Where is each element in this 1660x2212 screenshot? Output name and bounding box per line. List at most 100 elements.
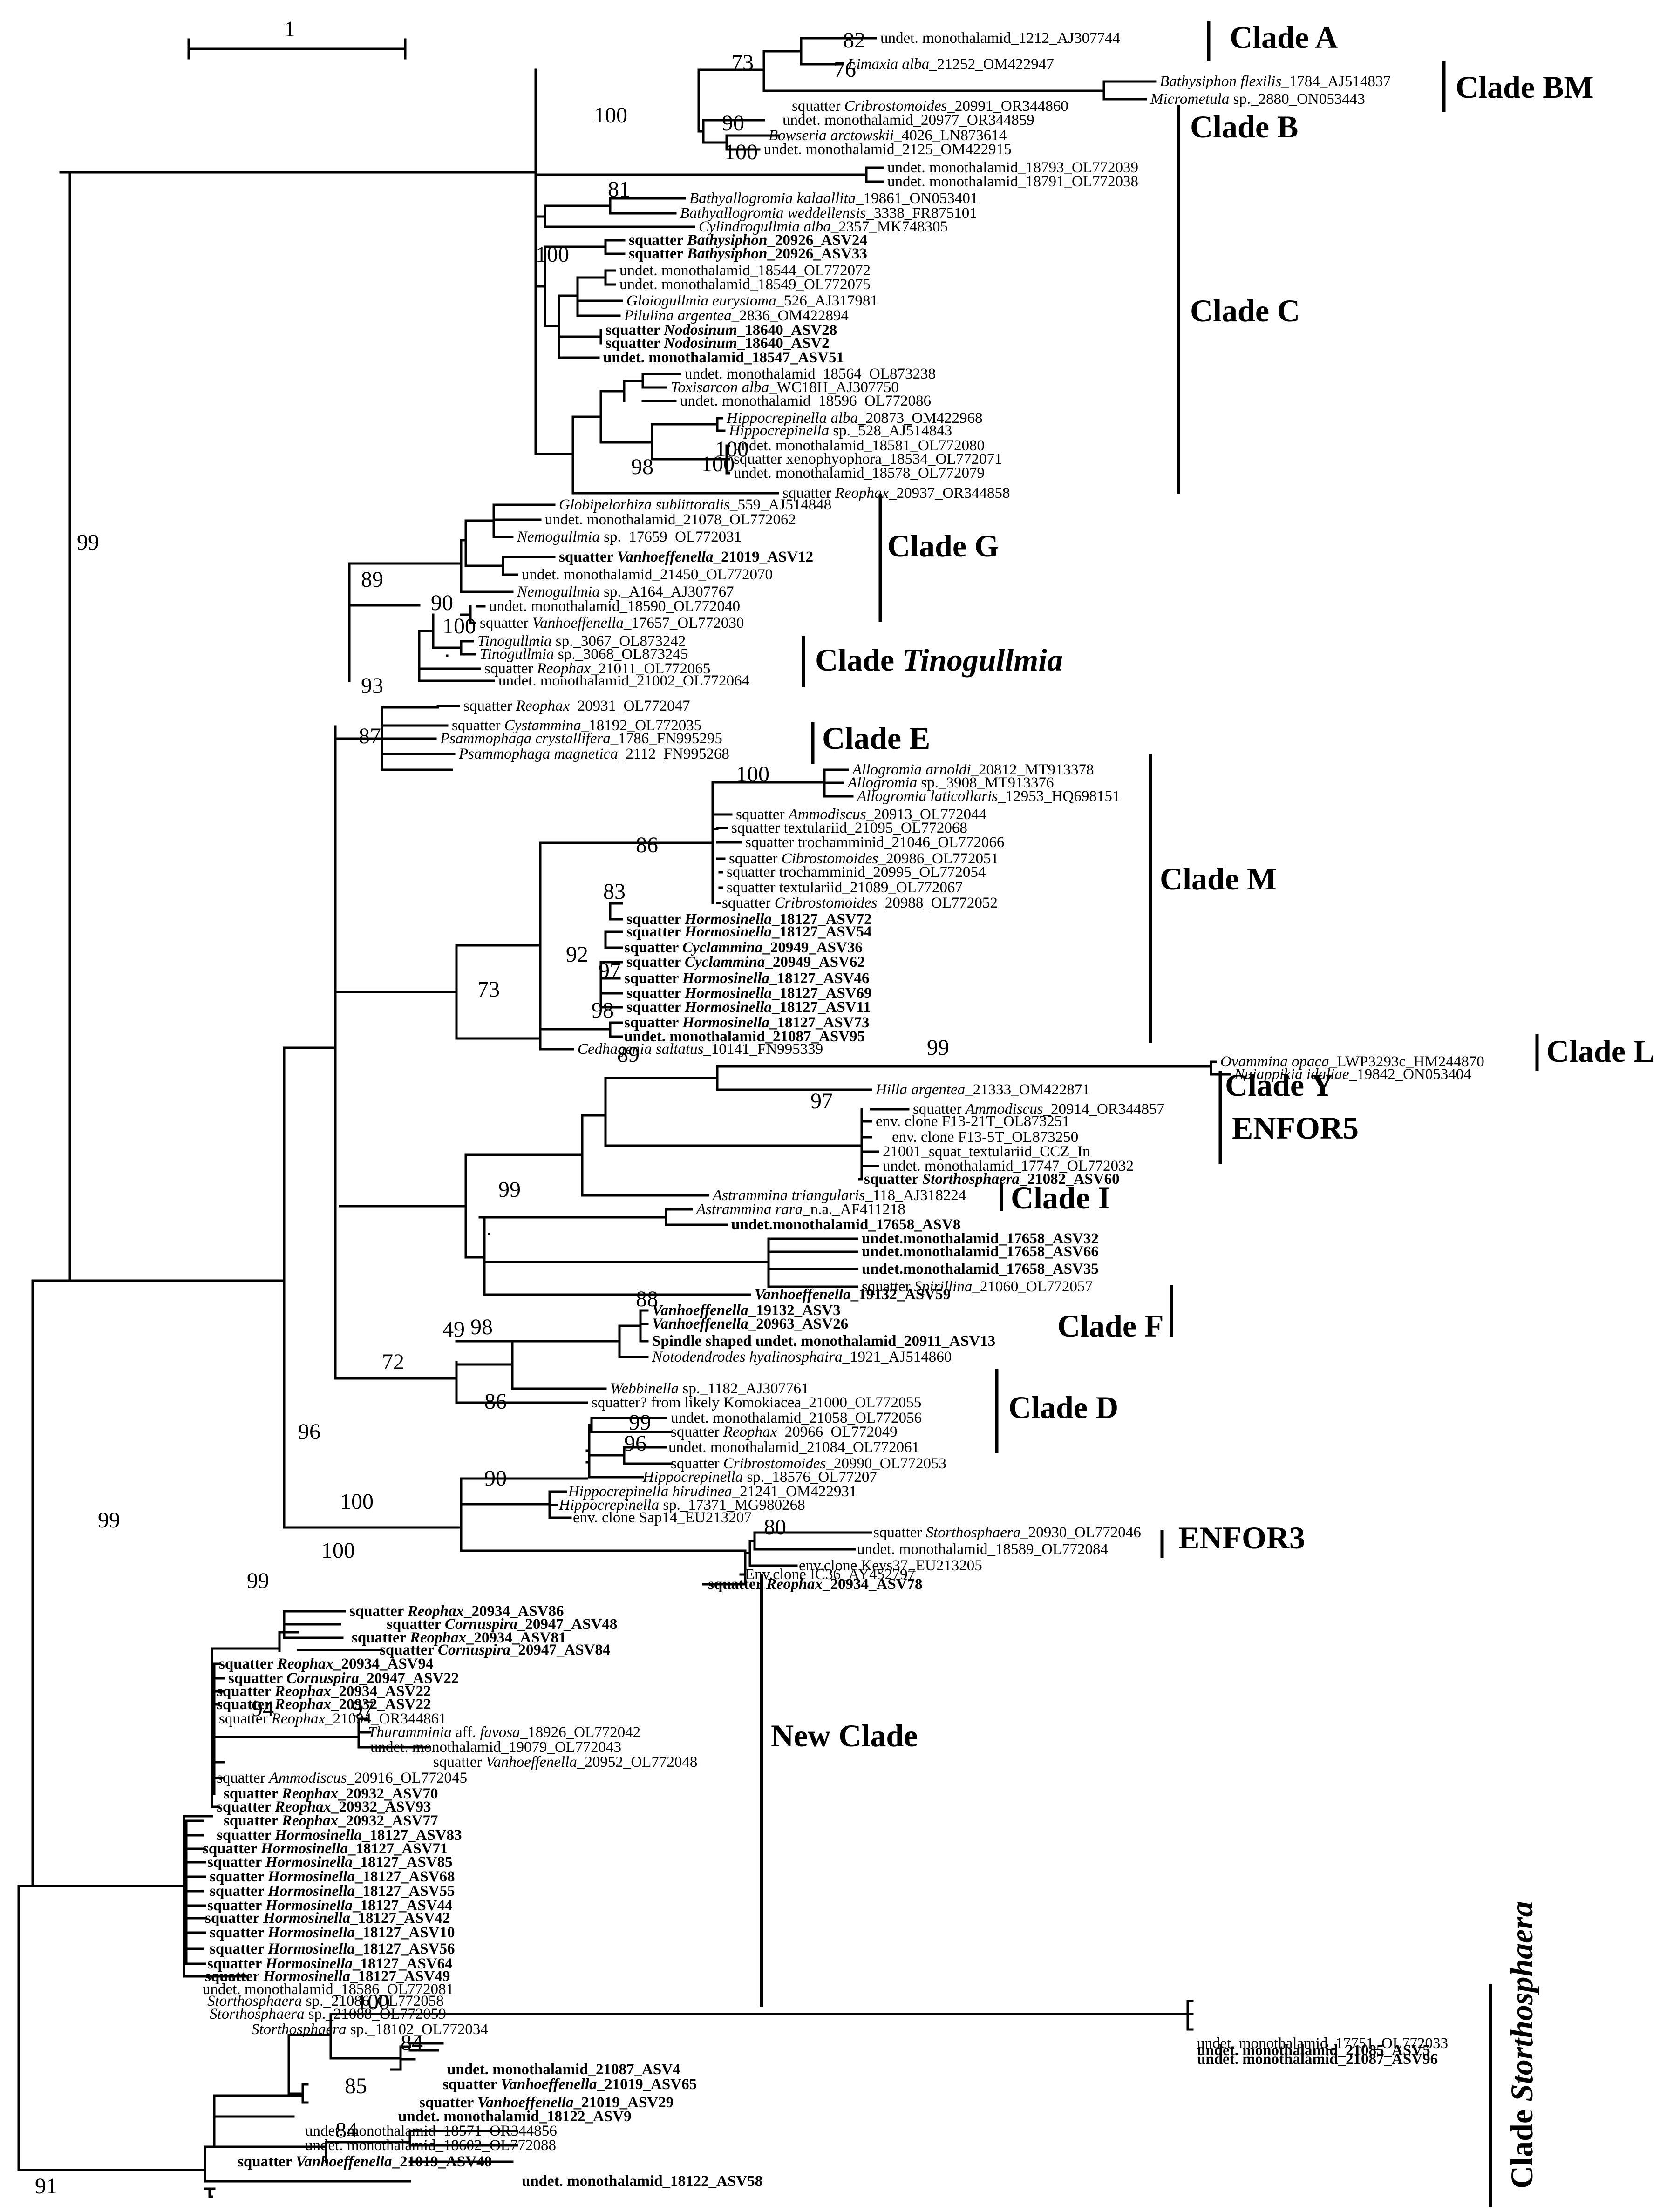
taxon-label: squatter Hormosinella_18127_ASV42 [205, 1910, 450, 1927]
taxon-label-part: _20926_ASV33 [767, 245, 867, 262]
taxon-label: squatter Cornuspira_20947_ASV48 [387, 1616, 617, 1633]
taxon-label: undet. monothalamid_18549_OL772075 [619, 276, 871, 293]
taxon-label-part: squatter [626, 985, 685, 1002]
taxon-label: squatter Reophax_20932_ASV77 [224, 1812, 438, 1829]
taxon-label-part: Notodendrodes hyalinosphaira [652, 1349, 843, 1365]
taxon-label: Hippocrepinella sp._18576_OL77207 [642, 1469, 877, 1486]
taxon-label: squatter Hormosinella_18127_ASV69 [626, 985, 872, 1002]
taxon-label: squatter Hormosinella_18127_ASV49 [205, 1968, 450, 1985]
taxon-label-part: _2112_FN995268 [618, 746, 729, 762]
taxon-label-part: Astrammina rara [695, 1201, 803, 1218]
taxon-label: Storthosphaera sp._21086_OL772058 [207, 1993, 444, 2009]
taxon-label-part: squatter [708, 1576, 766, 1593]
taxon-label-part: _21094_OR344861 [325, 1710, 446, 1727]
clade-label-text: Clade B [1190, 109, 1298, 144]
taxon-label: squatter Ammodiscus_20913_OL772044 [736, 806, 986, 823]
taxon-label-part: _20937_OR344858 [888, 485, 1010, 502]
bootstrap-value: 87 [359, 724, 381, 748]
taxon-label: undet. monothalamid_18544_OL772072 [619, 262, 871, 279]
taxon-label-part: env. clone F13-21T_OL873251 [876, 1113, 1070, 1130]
taxon-label-part: squatter trochamminid_21046_OL772066 [745, 834, 1004, 851]
taxon-label: Bathysiphon flexilis_1784_AJ514837 [1160, 73, 1391, 90]
taxon-label-part: squatter [210, 1868, 268, 1885]
bootstrap-value: 98 [470, 1315, 493, 1339]
taxon-label-part: env. clone F13-5T_OL873250 [892, 1129, 1078, 1146]
taxon-label-part: _1784_AJ514837 [1281, 73, 1391, 90]
taxon-label: Allogromia sp._3908_MT913376 [847, 774, 1054, 791]
bootstrap-value: 89 [361, 567, 383, 592]
taxon-label-part: Tinogullmia [480, 646, 554, 663]
taxon-label-part: undet.monothalamid_17658_ASV8 [731, 1216, 960, 1233]
bootstrap-value: 98 [631, 455, 653, 479]
bootstrap-value: 90 [722, 111, 744, 136]
taxon-label: Hippocrepinella alba_20873_OM422968 [726, 410, 983, 427]
taxon-label: squatter Reophax_20966_OL772049 [671, 1424, 898, 1440]
taxon-label-part: Reophax [766, 1576, 823, 1593]
taxon-label-part: squatter [205, 1968, 263, 1985]
taxon-label-part: Cylindrogullmia alba [699, 218, 831, 235]
taxon-label-part: Reophax [409, 1629, 466, 1646]
taxon-label: Tinogullmia sp._3068_OL873245 [480, 646, 688, 663]
taxon-label: undet. monothalamid_21450_OL772070 [522, 566, 773, 583]
bootstrap-value: 49 [442, 1317, 465, 1342]
taxon-label-part: undet. monothalamid_21087_ASV96 [1197, 2051, 1438, 2068]
taxon-label: undet. monothalamid_17751_OL772033 [1197, 2035, 1448, 2052]
taxon-label-part: _18127_ASV85 [352, 1854, 453, 1871]
taxon-label-part: aff. [452, 1724, 480, 1741]
taxon-label: Globipelorhiza sublittoralis_559_AJ51484… [559, 496, 831, 513]
taxon-label: squatter Spirillina_21060_OL772057 [862, 1278, 1093, 1295]
taxon-label-part: undet. monothalamid_18549_OL772075 [619, 276, 871, 293]
taxon-label: env.clone Keys37_EU213205 [799, 1557, 982, 1574]
taxon-label-part: squatter [207, 1955, 265, 1972]
bootstrap-value: 85 [345, 2074, 367, 2098]
taxon-label: squatter Reophax_20931_OL772047 [463, 698, 690, 714]
taxon-label-part: squatter [626, 954, 685, 970]
taxon-label-part: squatter textulariid_21095_OL772068 [731, 820, 967, 836]
taxon-label-part: _19861_ON053401 [855, 190, 978, 207]
taxon-label-part: Hormosinella [260, 1840, 348, 1857]
taxon-label: undet. monothalamid_18578_OL772079 [734, 465, 985, 482]
taxon-label-part: undet. monothalamid_20977_OR344859 [782, 112, 1034, 129]
taxon-label-part: undet. monothalamid_2125_OM422915 [764, 141, 1012, 158]
taxon-label: env. clone F13-5T_OL873250 [892, 1129, 1078, 1146]
taxon-label: squatter Vanhoeffenella_17657_OL772030 [480, 615, 744, 631]
taxon-label: undet. monothalamid_18564_OL873238 [685, 366, 936, 382]
taxon-label: squatter Hormosinella_18127_ASV72 [626, 911, 872, 928]
taxon-label-part: Webbinella [610, 1380, 679, 1397]
bootstrap-value: 73 [731, 50, 754, 75]
taxon-label-part: Cribrostomoides [844, 98, 947, 115]
clade-label-text: Clade E [822, 720, 930, 756]
taxon-label-part: Hormosinella [263, 1910, 350, 1927]
taxon-label-part: undet. monothalamid_21085_ASV5 [1197, 2042, 1430, 2059]
taxon-label: env. clone Sap14_EU213207 [573, 1509, 752, 1526]
taxon-label-part: _526_AJ317981 [776, 292, 878, 309]
taxon-label-part: undet.monothalamid_17658_ASV32 [862, 1230, 1099, 1247]
taxon-label: squatter Cyclammina_20949_ASV62 [626, 954, 865, 970]
bootstrap-value: 100 [715, 437, 748, 461]
taxon-label: squatter Reophax_20934_ASV86 [349, 1603, 564, 1620]
clade-label-italic: Storthosphaera [1504, 1901, 1539, 2102]
taxon-label: undet. monothalamid_18581_OL772080 [734, 437, 985, 454]
taxon-label-part: Vanhoeffenella [477, 2094, 574, 2111]
taxon-label-part: sp._3908_MT913376 [917, 774, 1054, 791]
taxon-label: squatter Storthosphaera_20930_OL772046 [873, 1524, 1141, 1541]
taxon-label-part: squatter [217, 1683, 275, 1700]
taxon-label: Tinogullmia sp._3067_OL873242 [477, 633, 686, 650]
taxon-label: undet. monothalamid_21058_OL772056 [671, 1410, 922, 1426]
taxon-label: squatter Hormosinella_18127_ASV71 [203, 1840, 448, 1857]
taxon-label-part: Hormosinella [684, 985, 772, 1002]
taxon-label-part: squatter [210, 1883, 268, 1900]
taxon-label-part: _2836_OM422894 [731, 307, 849, 324]
taxon-label: undet. monothalamid_21002_OL772064 [498, 672, 749, 689]
taxon-label-part: _2357_MK748305 [830, 218, 948, 235]
taxon-label-part: _21333_OM422871 [965, 1081, 1090, 1098]
clade-label-text: Clade A [1230, 20, 1338, 55]
taxon-label-part: Cornuspira [438, 1642, 510, 1658]
taxon-label: squatter Hormosinella_18127_ASV10 [210, 1924, 455, 1941]
taxon-label-part: Cedhagenia saltatus [578, 1041, 703, 1058]
taxon-label-part: Reophax [407, 1603, 464, 1620]
taxon-label-part: Cyclammina [682, 939, 762, 956]
taxon-label-part: undet. monothalamid_21058_OL772056 [671, 1410, 922, 1426]
taxon-label-part: sp._17371_MG980268 [659, 1497, 805, 1513]
